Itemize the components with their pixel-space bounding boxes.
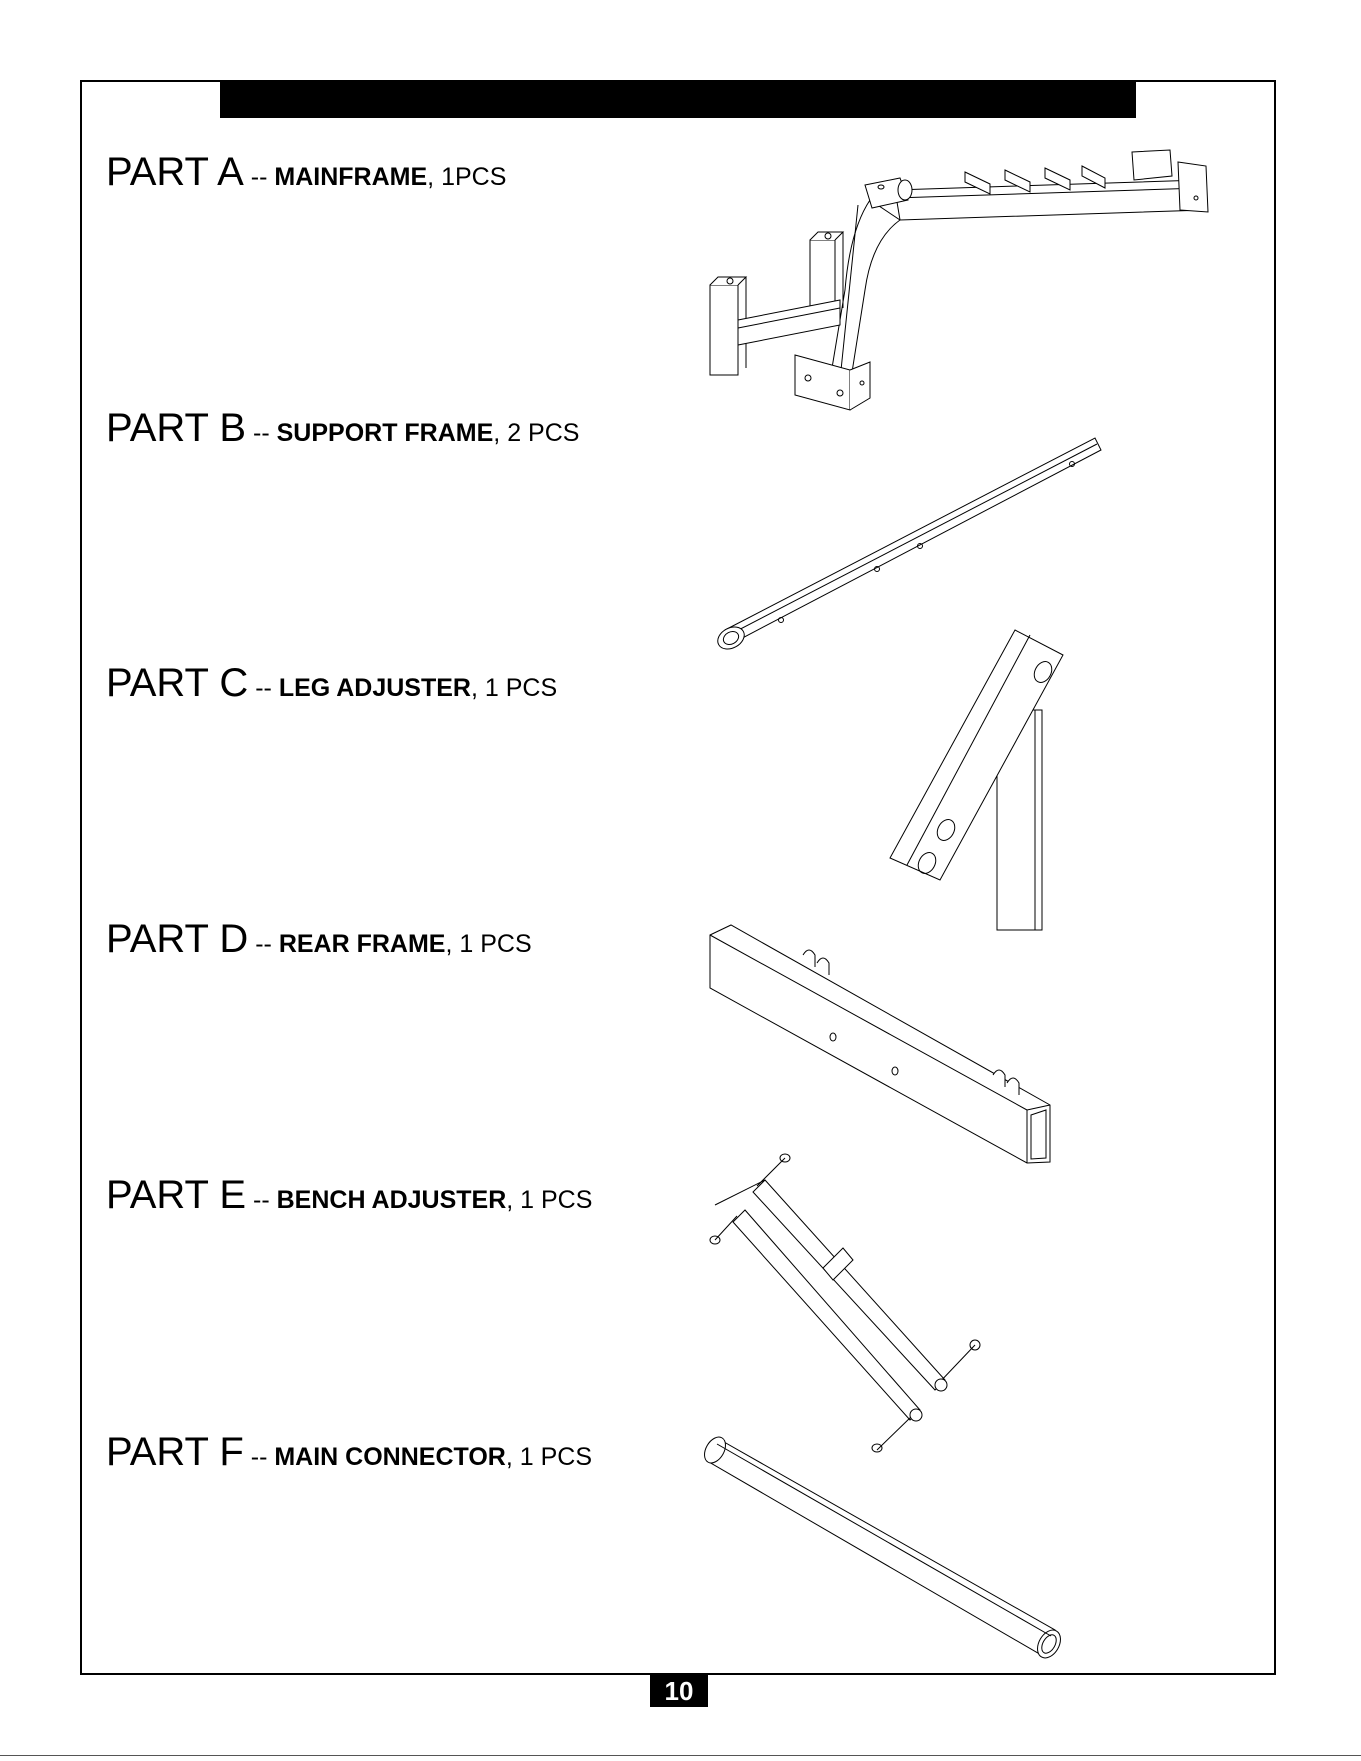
part-prefix: PART A	[106, 150, 244, 194]
leg-adjuster-drawing	[885, 630, 1075, 940]
part-quantity: , 1 PCS	[506, 1443, 592, 1471]
part-dash: --	[248, 930, 279, 958]
mainframe-drawing	[700, 140, 1220, 430]
part-dash: --	[248, 674, 279, 702]
part-quantity: , 1 PCS	[445, 930, 531, 958]
part-a-label: PART A -- MAINFRAME, 1PCS	[106, 152, 506, 192]
part-quantity: , 1PCS	[427, 163, 506, 191]
part-prefix: PART B	[106, 406, 246, 450]
part-name: SUPPORT FRAME	[277, 419, 494, 447]
part-dash: --	[244, 163, 275, 191]
part-prefix: PART E	[106, 1173, 246, 1217]
part-quantity: , 1 PCS	[471, 674, 557, 702]
main-connector-drawing	[705, 1430, 1075, 1665]
part-name: REAR FRAME	[279, 930, 446, 958]
part-dash: --	[246, 419, 277, 447]
part-quantity: , 2 PCS	[493, 419, 579, 447]
part-prefix: PART F	[106, 1430, 244, 1474]
part-prefix: PART D	[106, 917, 248, 961]
part-dash: --	[246, 1186, 277, 1214]
part-c-label: PART C -- LEG ADJUSTER, 1 PCS	[106, 663, 557, 703]
bench-adjuster-drawing	[705, 1150, 995, 1450]
page-number: 10	[650, 1675, 708, 1707]
header-bar	[220, 80, 1136, 118]
part-prefix: PART C	[106, 661, 248, 705]
part-name: MAIN CONNECTOR	[274, 1443, 505, 1471]
part-d-label: PART D -- REAR FRAME, 1 PCS	[106, 919, 532, 959]
part-dash: --	[244, 1443, 275, 1471]
part-name: BENCH ADJUSTER	[277, 1186, 507, 1214]
bottom-rule	[0, 1755, 1361, 1756]
part-b-label: PART B -- SUPPORT FRAME, 2 PCS	[106, 408, 579, 448]
part-name: LEG ADJUSTER	[279, 674, 471, 702]
part-e-label: PART E -- BENCH ADJUSTER, 1 PCS	[106, 1175, 592, 1215]
part-f-label: PART F -- MAIN CONNECTOR, 1 PCS	[106, 1432, 592, 1472]
rear-frame-drawing	[705, 925, 1050, 1170]
part-name: MAINFRAME	[274, 163, 427, 191]
part-quantity: , 1 PCS	[506, 1186, 592, 1214]
